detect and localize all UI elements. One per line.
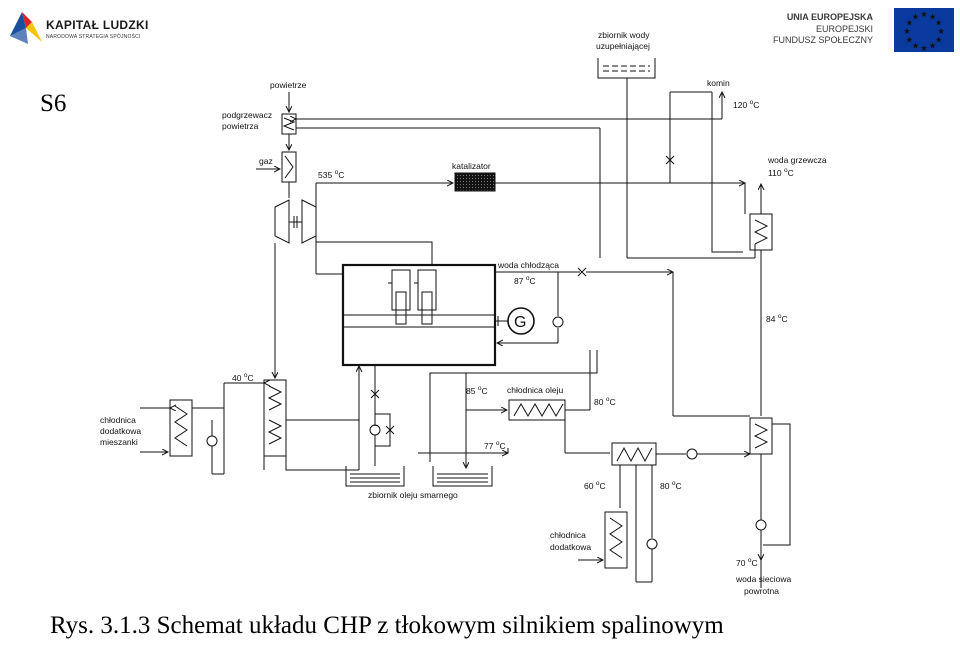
compressor (274, 199, 290, 244)
svg-text:★: ★ (905, 18, 913, 28)
label-gas: gaz (259, 156, 273, 166)
svg-text:85 oC: 85 oC (466, 385, 488, 396)
label-t120: 120 (733, 100, 747, 110)
svg-text:60 oC: 60 oC (584, 480, 606, 491)
svg-text:80 oC: 80 oC (660, 480, 682, 491)
label-t70: 70 (736, 558, 746, 568)
label-mix-cooler-1: chłodnica (100, 415, 136, 425)
kapital-ludzki-title: KAPITAŁ LUDZKI (46, 18, 149, 32)
exhaust-heat-exchanger (749, 213, 773, 251)
oil-tank-right (432, 466, 493, 487)
label-air-heater-1: podgrzewacz (222, 110, 272, 120)
kapital-ludzki-emblem-icon (10, 12, 42, 44)
svg-text:★: ★ (905, 35, 913, 45)
svg-text:★: ★ (920, 43, 928, 52)
svg-text:★: ★ (937, 26, 945, 36)
eu-line-1: UNIA EUROPEJSKA (786, 12, 873, 22)
generator-label: G (514, 314, 526, 331)
svg-text:★: ★ (903, 26, 911, 36)
svg-text:80 oC: 80 oC (594, 396, 616, 407)
kapital-ludzki-logo: KAPITAŁ LUDZKI NARODOWA STRATEGIA SPÓJNO… (8, 8, 158, 48)
label-t87: 87 (514, 276, 524, 286)
label-air-heater-2: powietrza (222, 121, 259, 131)
label-t40: 40 (232, 373, 242, 383)
svg-text:★: ★ (935, 35, 943, 45)
svg-text:87 oC: 87 oC (514, 275, 536, 286)
label-air: powietrze (270, 80, 307, 90)
label-oil-cooler: chłodnica oleju (507, 385, 564, 395)
slide-number: S6 (40, 90, 67, 117)
svg-text:120 oC: 120 oC (733, 99, 759, 110)
intercooler (263, 379, 287, 457)
turbine (301, 199, 317, 244)
label-t80a: 80 (594, 397, 604, 407)
label-t77: 77 (484, 441, 494, 451)
eu-line-2: EUROPEJSKI (815, 24, 873, 34)
cooling-heat-exchanger (749, 417, 773, 455)
label-t84: 84 (766, 314, 776, 324)
svg-text:535 oC: 535 oC (318, 169, 344, 180)
label-aux-cooler-2: dodatkowa (550, 542, 591, 552)
label-cooling-water: woda chłodząca (497, 260, 559, 270)
kapital-ludzki-subtitle: NARODOWA STRATEGIA SPÓJNOŚCI (46, 34, 141, 40)
eu-logo: UNIA EUROPEJSKA EUROPEJSKI FUNDUSZ SPOŁE… (760, 8, 955, 56)
gas-mixer (281, 151, 297, 183)
label-oil-tank: zbiornik oleju smarnego (368, 490, 458, 500)
label-tank-top-1: zbiornik wody (598, 30, 650, 40)
svg-text:40 oC: 40 oC (232, 372, 254, 383)
eu-line-3: FUNDUSZ SPOŁECZNY (772, 35, 873, 45)
label-network-water-1: woda sieciowa (735, 574, 792, 584)
figure-caption: Rys. 3.1.3 Schemat układu CHP z tłokowym… (50, 612, 724, 639)
svg-text:★: ★ (912, 41, 920, 51)
mix-cooler (169, 399, 193, 457)
makeup-tank (597, 58, 656, 79)
label-t110: 110 (768, 168, 782, 178)
aux-cooler (604, 511, 628, 569)
generator (507, 307, 535, 335)
svg-text:70 oC: 70 oC (736, 557, 758, 568)
second-heat-exchanger (611, 442, 657, 466)
label-network-water-2: powrotna (744, 586, 779, 596)
label-chimney: komin (707, 78, 730, 88)
catalyst (454, 172, 496, 192)
label-tank-top-2: uzupełniającej (596, 41, 650, 51)
label-mix-cooler-3: mieszanki (100, 437, 138, 447)
label-t80b: 80 (660, 481, 670, 491)
svg-text:★: ★ (935, 18, 943, 28)
label-mix-cooler-2: dodatkowa (100, 426, 141, 436)
svg-text:84 oC: 84 oC (766, 313, 788, 324)
label-catalyst: katalizator (452, 161, 491, 171)
svg-text:77 oC: 77 oC (484, 440, 506, 451)
label-aux-cooler-1: chłodnica (550, 530, 586, 540)
svg-text:★: ★ (929, 41, 937, 51)
label-t60: 60 (584, 481, 594, 491)
svg-text:★: ★ (912, 11, 920, 21)
label-heating-water: woda grzewcza (767, 155, 827, 165)
svg-text:★: ★ (929, 11, 937, 21)
svg-text:110 oC: 110 oC (768, 167, 794, 178)
oil-tank-left (345, 466, 405, 487)
label-t535: 535 (318, 170, 332, 180)
label-t85: 85 (466, 386, 476, 396)
eu-flag-icon: ★★★ ★★★ ★★★ ★★★ (894, 8, 954, 52)
svg-text:★: ★ (920, 9, 928, 19)
